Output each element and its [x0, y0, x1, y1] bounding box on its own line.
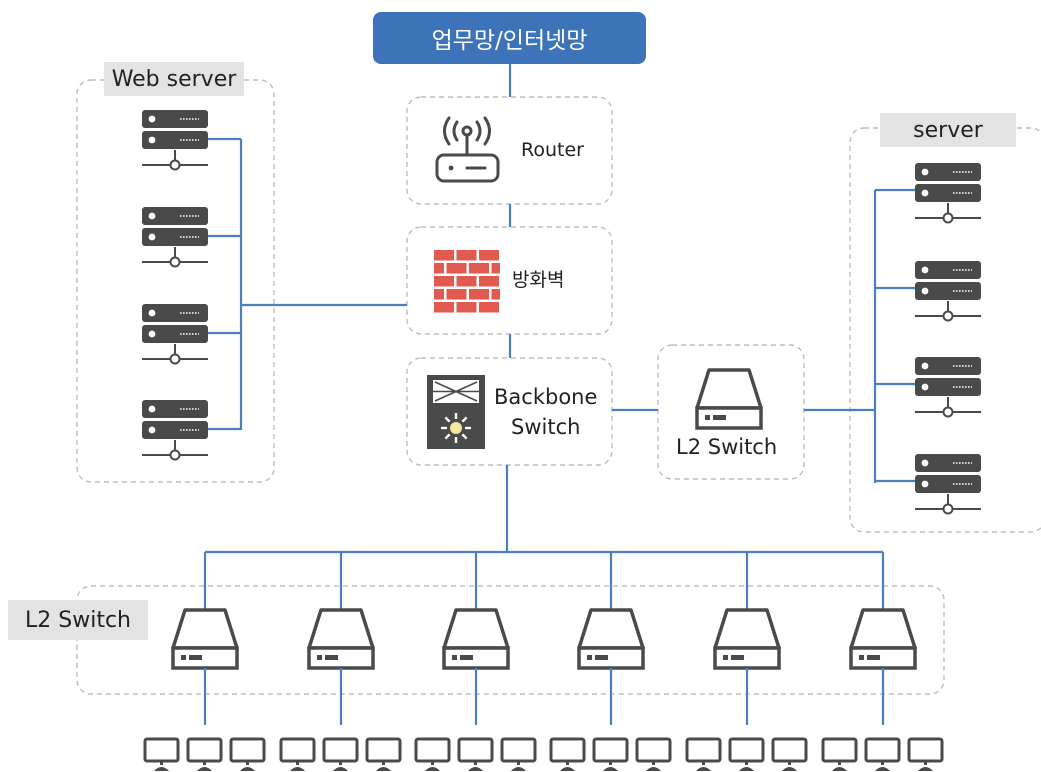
l2-switch-icon: [849, 608, 917, 670]
monitor-icon: [592, 737, 629, 771]
l2-switch-icon: [442, 608, 510, 670]
server-icon: [142, 400, 208, 461]
web-server-group-label: Web server: [104, 62, 244, 96]
server-icon: [915, 357, 981, 418]
l2-switch-icon: [577, 608, 645, 670]
monitor-icon: [864, 737, 901, 771]
server-icon: [915, 261, 981, 322]
monitor-icon: [728, 737, 765, 771]
monitor-icon: [414, 737, 451, 771]
l2-switch-icon: [713, 608, 781, 670]
firewall-label: 방화벽: [512, 269, 565, 291]
monitor-icon: [186, 737, 223, 771]
l2-switch-icon: [171, 608, 239, 670]
server-icon: [142, 207, 208, 268]
server-group-label: server: [880, 113, 1016, 147]
router-icon: [435, 116, 500, 183]
backbone-label-line1: Backbone: [494, 385, 598, 409]
server-icon: [915, 163, 981, 224]
backbone-box: [406, 357, 613, 466]
monitor-icon: [549, 737, 586, 771]
monitor-icon: [143, 737, 180, 771]
firewall-icon: [434, 250, 500, 313]
monitor-icon: [365, 737, 402, 771]
monitor-icon: [635, 737, 672, 771]
server-icon: [142, 110, 208, 171]
monitor-icon: [500, 737, 537, 771]
server-icon: [915, 454, 981, 515]
monitor-icon: [279, 737, 316, 771]
server-icon: [142, 304, 208, 365]
top-network-node: 업무망/인터넷망: [373, 12, 646, 64]
backbone-label-line2: Switch: [511, 415, 581, 439]
monitor-icon: [229, 737, 266, 771]
l2-switch-icon: [695, 368, 763, 430]
l2-switch-group-label: L2 Switch: [8, 600, 148, 640]
monitor-icon: [457, 737, 494, 771]
l2-switch-group-box: [76, 585, 945, 695]
l2-switch-icon: [307, 608, 375, 670]
backbone-switch-icon: [427, 375, 485, 449]
router-label: Router: [521, 139, 584, 161]
monitor-icon: [771, 737, 808, 771]
monitor-icon: [821, 737, 858, 771]
l2-switch-mid-box: [657, 344, 805, 480]
monitor-icon: [907, 737, 944, 771]
monitor-icon: [322, 737, 359, 771]
l2-switch-mid-label: L2 Switch: [676, 435, 778, 459]
monitor-icon: [685, 737, 722, 771]
